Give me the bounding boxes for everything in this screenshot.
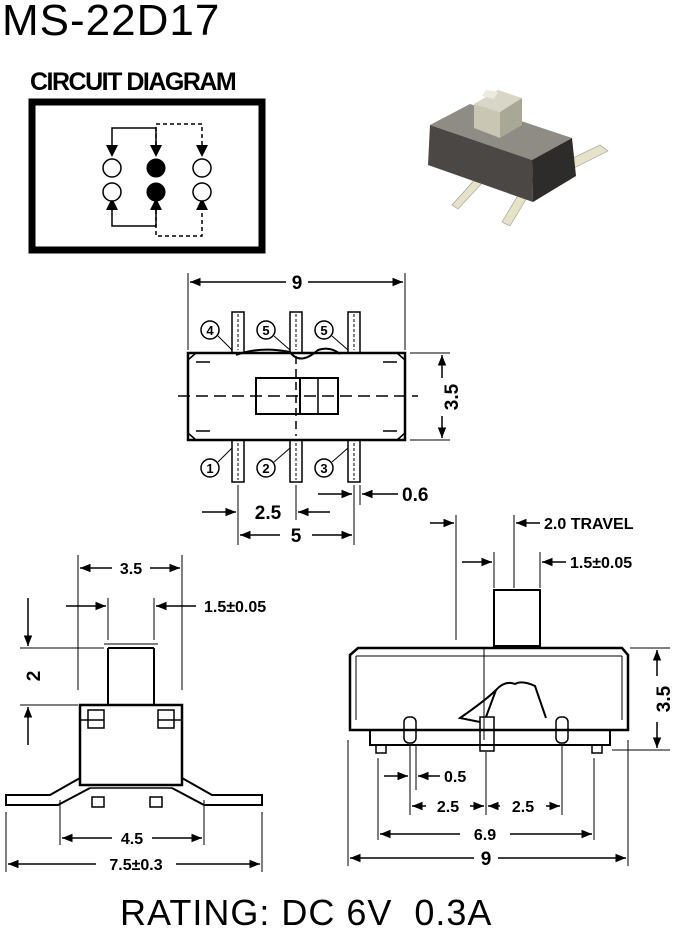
pin-label-top: 5 — [320, 323, 327, 338]
side-width-label: 3.5 — [120, 561, 142, 578]
arrow-up-icon — [150, 198, 162, 210]
front-pitch-right-label: 2.5 — [512, 799, 534, 816]
switch-photo — [428, 90, 609, 227]
arrow-up-icon — [106, 198, 118, 210]
link-dashed-top — [155, 123, 203, 145]
contact-open — [192, 158, 212, 178]
side-height-label: 2 — [24, 671, 45, 682]
arrow-up-icon — [196, 198, 208, 210]
side-outer-label: 7.5±0.3 — [109, 857, 162, 874]
top-width-label: 9 — [292, 273, 303, 294]
link-solid-top — [111, 127, 157, 145]
top-view-labels: 9 3.5 4 5 5 1 2 3 2.5 5 0.6 — [206, 273, 463, 547]
front-view-labels: 2.0 TRAVEL 1.5±0.05 3.5 0.5 2.5 2.5 6.9 … — [437, 516, 674, 870]
front-actuator-label: 1.5±0.05 — [570, 555, 632, 572]
side-view — [5, 555, 263, 872]
front-travel-label: 2.0 TRAVEL — [544, 516, 634, 533]
contact-open — [102, 182, 122, 202]
top-span-label: 5 — [291, 526, 302, 547]
contact-open — [192, 182, 212, 202]
side-actuator-label: 1.5±0.05 — [204, 599, 266, 616]
arrow-down-icon — [106, 145, 118, 157]
front-view — [347, 515, 670, 866]
contact-common — [146, 158, 166, 178]
rating-text: RATING: DC 6V 0.3A — [120, 892, 493, 933]
pin-label-bottom: 3 — [320, 461, 327, 476]
front-pitch-left-label: 2.5 — [437, 799, 459, 816]
contact-common — [146, 182, 166, 202]
top-pitch-label: 2.5 — [255, 503, 282, 524]
arrow-down-icon — [150, 145, 162, 157]
side-inner-label: 4.5 — [121, 831, 143, 848]
front-span-label: 6.9 — [474, 827, 496, 844]
link-solid-bottom — [111, 210, 157, 227]
front-height-label: 3.5 — [654, 685, 674, 712]
circuit-diagram-heading: CIRCUIT DIAGRAM — [30, 68, 237, 96]
pin-label-top: 5 — [262, 323, 269, 338]
link-dashed-bottom — [155, 210, 203, 237]
top-view — [178, 273, 450, 545]
part-number-title: MS-22D17 — [2, 0, 221, 45]
front-width-label: 9 — [481, 849, 492, 870]
top-pin-width-label: 0.6 — [402, 485, 428, 506]
pin-label-top: 4 — [206, 323, 214, 338]
front-small-label: 0.5 — [444, 769, 466, 786]
side-view-labels: 3.5 1.5±0.05 2 4.5 7.5±0.3 — [24, 561, 266, 874]
top-height-label: 3.5 — [442, 383, 463, 410]
contact-open — [102, 158, 122, 178]
pin-label-bottom: 2 — [262, 461, 269, 476]
circuit-diagram — [28, 98, 266, 254]
circuit-frame — [28, 98, 266, 254]
arrow-down-icon — [196, 145, 208, 157]
pin-label-bottom: 1 — [206, 461, 213, 476]
